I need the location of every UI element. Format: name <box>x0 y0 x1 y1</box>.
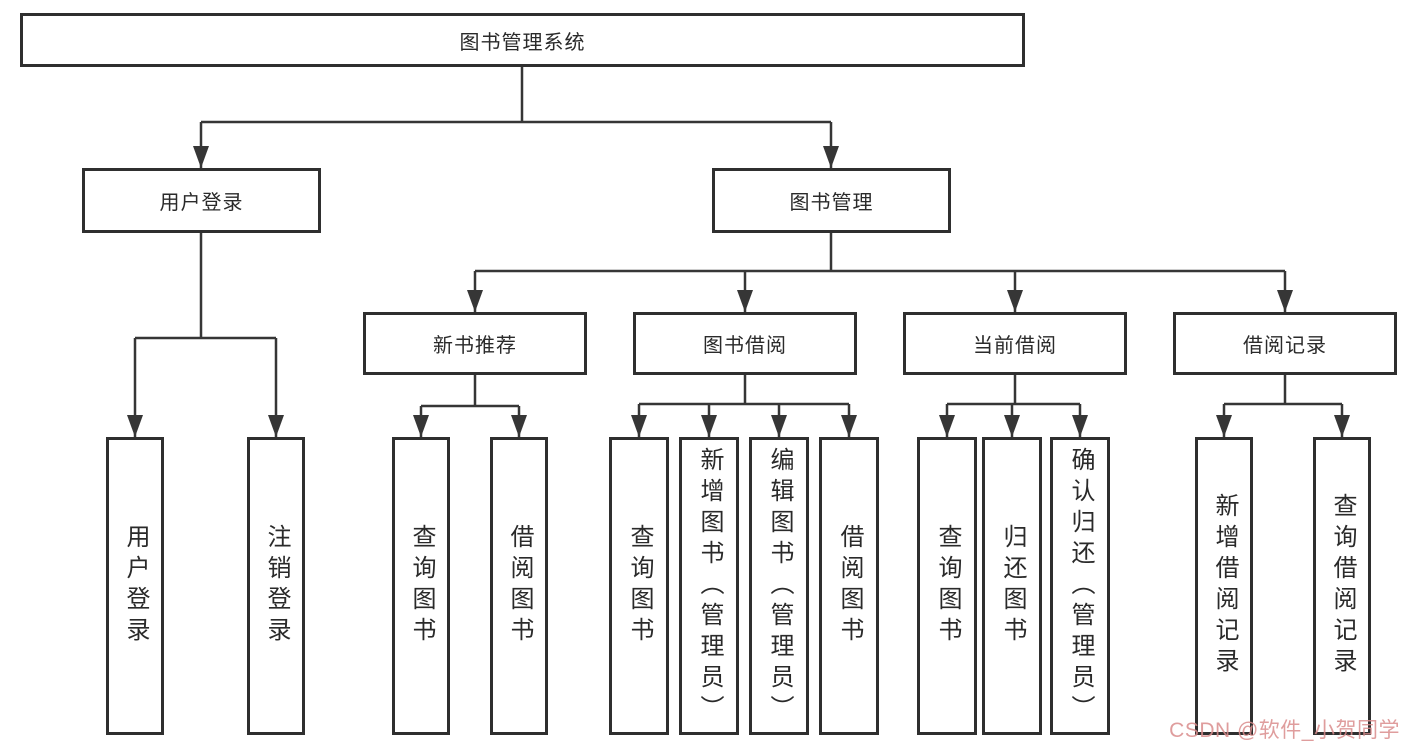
leaf-borrow-books-borrowing: 借阅图书 <box>819 437 879 735</box>
leaf-query-books-recommend: 查询图书 <box>392 437 450 735</box>
node-book-management: 图书管理 <box>712 168 951 233</box>
leaf-user-login: 用户登录 <box>106 437 164 735</box>
leaf-logout: 注销登录 <box>247 437 305 735</box>
leaf-edit-books-admin: 编辑图书（管理员） <box>749 437 809 735</box>
node-new-book-recommend: 新书推荐 <box>363 312 587 375</box>
node-book-borrowing: 图书借阅 <box>633 312 857 375</box>
leaf-add-books-admin: 新增图书（管理员） <box>679 437 739 735</box>
leaf-query-books-borrowing: 查询图书 <box>609 437 669 735</box>
leaf-borrow-books-recommend: 借阅图书 <box>490 437 548 735</box>
leaf-return-books: 归还图书 <box>982 437 1042 735</box>
leaf-query-books-current: 查询图书 <box>917 437 977 735</box>
leaf-query-borrow-record: 查询借阅记录 <box>1313 437 1371 735</box>
leaf-add-borrow-record: 新增借阅记录 <box>1195 437 1253 735</box>
csdn-watermark: CSDN @软件_小贺同学 <box>1169 719 1400 742</box>
node-current-borrowing: 当前借阅 <box>903 312 1127 375</box>
leaf-confirm-return-admin: 确认归还（管理员） <box>1050 437 1110 735</box>
node-borrowing-records: 借阅记录 <box>1173 312 1397 375</box>
node-user-login: 用户登录 <box>82 168 321 233</box>
node-root-system: 图书管理系统 <box>20 13 1025 67</box>
